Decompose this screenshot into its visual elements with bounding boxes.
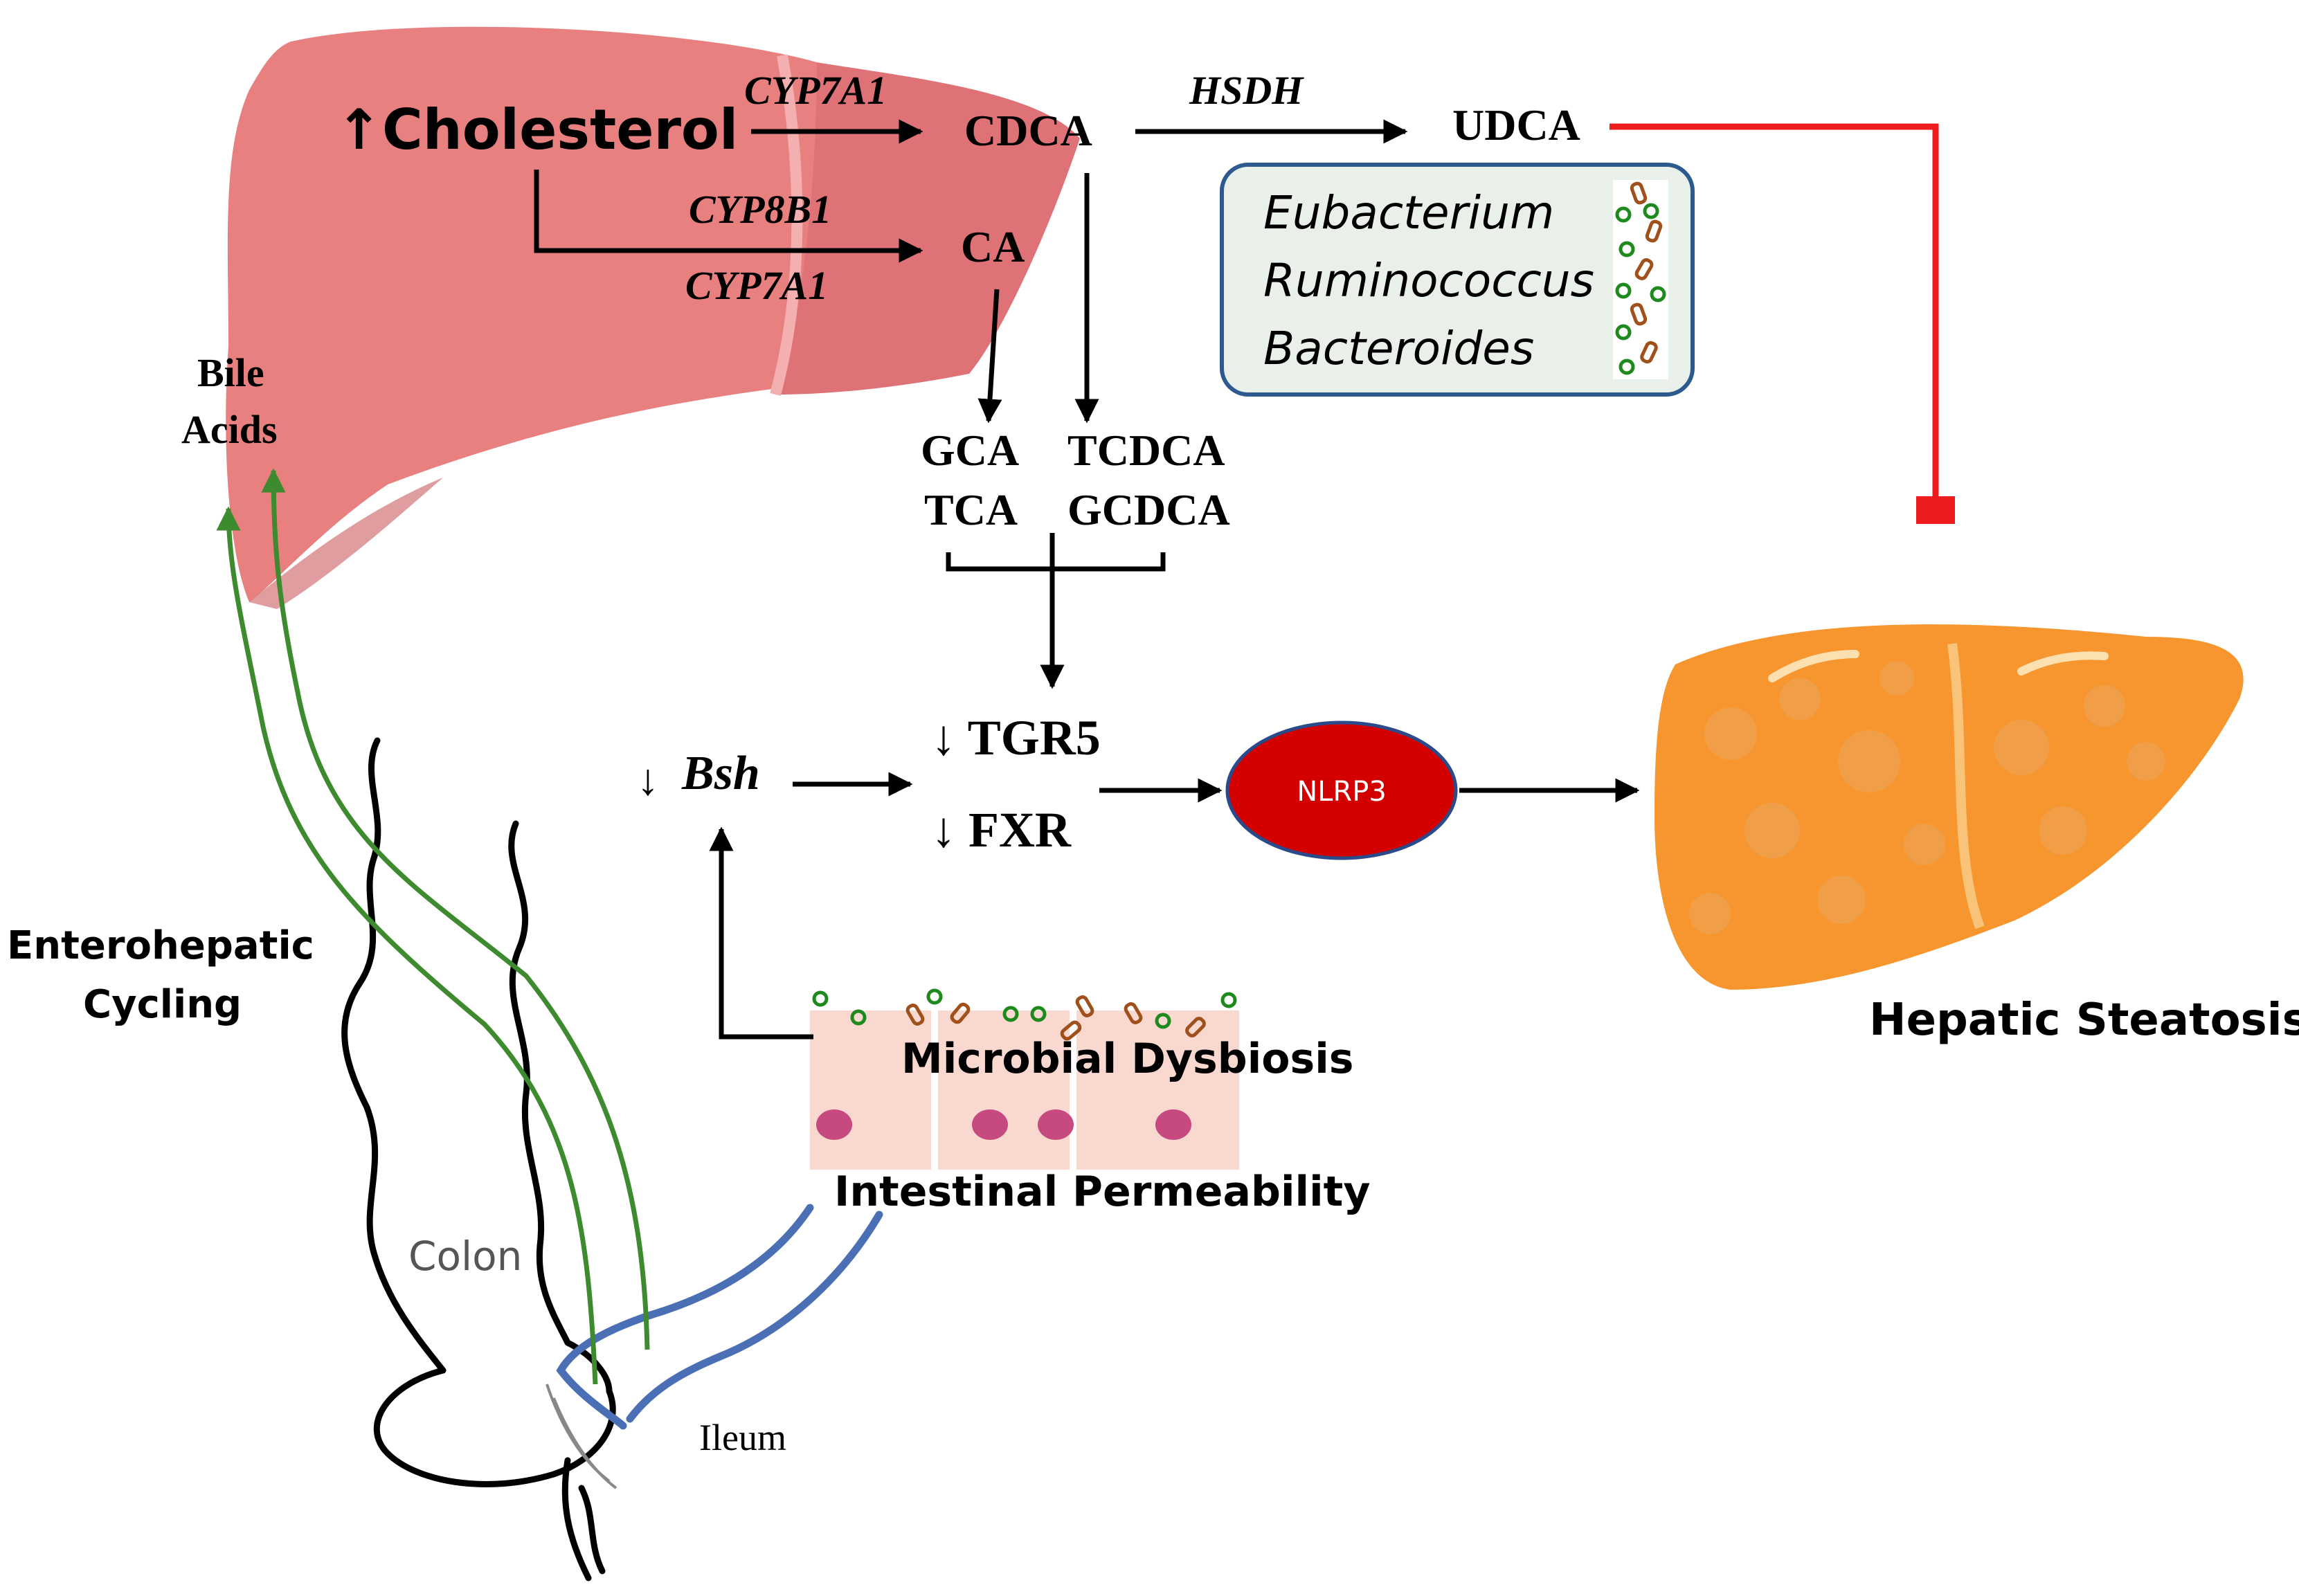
label-ileum: Ileum [699, 1417, 786, 1458]
label-udca: UDCA [1452, 100, 1580, 149]
label-microbial-dysbiosis: Microbial Dysbiosis [901, 1035, 1353, 1083]
microbes [812, 988, 1237, 1041]
label-ca: CA [961, 222, 1025, 271]
arrow-ca-gca [977, 289, 1002, 424]
bacteria-box: Eubacterium Ruminococcus Bacteroides [1220, 163, 1695, 397]
label-cyp7a1-bottom: CYP7A1 [685, 263, 828, 308]
bacteria-ruminococcus: Ruminococcus [1263, 254, 1594, 307]
label-tgr5: ↓ TGR5 [931, 710, 1101, 765]
box-microbes [1615, 181, 1666, 375]
label-cyp8b1: CYP8B1 [689, 187, 831, 232]
cell-nucleus [816, 1109, 852, 1140]
inhibition-bar [1916, 496, 1955, 524]
label-gca: GCA [921, 426, 1019, 475]
ileum-tube [556, 1204, 883, 1430]
label-bile: Bile [197, 350, 264, 395]
label-hepatic-steatosis: Hepatic Steatosis [1869, 995, 2299, 1046]
liver-left-lobe [226, 26, 821, 603]
label-acids: Acids [181, 407, 278, 452]
liver-shadow [249, 478, 443, 609]
arrow-dysbiosis-bsh [709, 826, 813, 1040]
green-arrow-inner [261, 468, 650, 1350]
label-intestinal-permeability: Intestinal Permeability [834, 1168, 1370, 1216]
label-enterohepatic-2: Cycling [83, 982, 242, 1027]
label-enterohepatic-1: Enterohepatic [7, 923, 314, 968]
connectors [534, 119, 1640, 1040]
liver-right-lobe [775, 62, 1080, 395]
bacteria-eubacterium: Eubacterium [1263, 186, 1554, 239]
intestinal-cell [938, 1010, 1070, 1170]
steatosis-liver [1655, 624, 2244, 990]
label-hsdh: HSDH [1189, 68, 1304, 113]
steatosis-liver-divide [1947, 643, 1985, 930]
label-cholesterol: ↑Cholesterol [336, 98, 738, 162]
label-bsh: Bsh [681, 747, 760, 800]
label-cyp7a1-top: CYP7A1 [744, 68, 887, 113]
steatosis-liver-body [1655, 624, 2244, 990]
label-bsh-arrow: ↓ [637, 755, 659, 804]
liver-fissure [770, 54, 803, 397]
label-colon: Colon [408, 1233, 522, 1280]
cell-nucleus [1155, 1109, 1191, 1140]
top-liver [226, 26, 1080, 609]
conjugate-bracket [946, 552, 1166, 572]
green-arrow-outer [216, 506, 598, 1385]
bacteria-box-frame [1220, 163, 1695, 397]
label-fxr: ↓ FXR [931, 802, 1072, 858]
inhibition-line [1610, 123, 1955, 524]
label-nlrp3: NLRP3 [1297, 776, 1387, 808]
nlrp3-ellipse [1225, 720, 1458, 860]
label-gcdca: GCDCA [1067, 485, 1230, 534]
intestinal-cells [810, 988, 1239, 1170]
label-tca: TCA [924, 485, 1018, 534]
bacteria-bacteroides: Bacteroides [1263, 322, 1534, 375]
label-tcdca: TCDCA [1067, 426, 1225, 475]
colon-outline [341, 737, 616, 1581]
cell-nucleus [1038, 1109, 1074, 1140]
colon-thin-lines [546, 1384, 617, 1489]
cell-nucleus [972, 1109, 1008, 1140]
intestinal-cell [810, 1010, 931, 1170]
arrow-chol-ca [534, 170, 923, 263]
label-cdca: CDCA [964, 106, 1092, 155]
enterohepatic-arrows [216, 468, 650, 1385]
intestinal-cell [1125, 1010, 1239, 1170]
